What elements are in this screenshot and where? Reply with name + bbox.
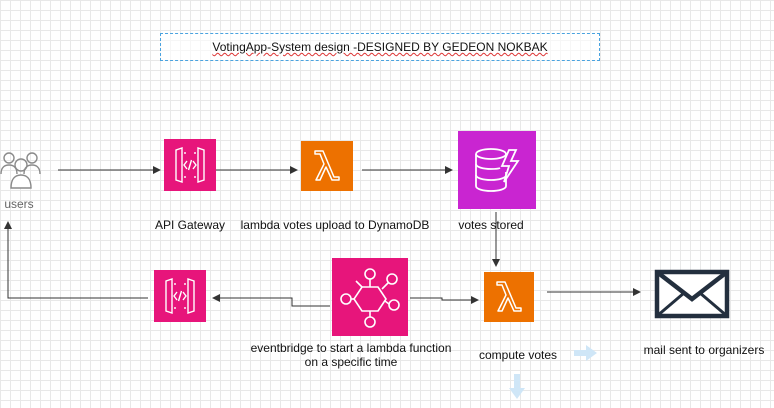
- users-node[interactable]: [0, 148, 42, 192]
- mail-node[interactable]: [652, 268, 732, 320]
- edge-eventbridge-to-api: [212, 294, 330, 307]
- lambda-icon: [496, 281, 522, 312]
- api-gateway-top-label: API Gateway: [154, 218, 226, 232]
- lambda-upload-node[interactable]: [301, 141, 353, 191]
- dynamodb-icon: [475, 148, 520, 192]
- eventbridge-node[interactable]: [332, 258, 408, 336]
- mail-icon: [654, 269, 730, 319]
- api-gateway-icon: [175, 147, 205, 183]
- eventbridge-label-line1: eventbridge to start a lambda function: [250, 341, 452, 355]
- lambda-icon: [314, 150, 340, 181]
- api-gateway-top-node[interactable]: [164, 139, 216, 191]
- edge-eventbridge-to-compute: [410, 296, 479, 304]
- dynamodb-node[interactable]: [458, 131, 536, 209]
- edge-api-to-users: [4, 221, 148, 299]
- users-label: users: [4, 197, 34, 211]
- diagram-title: VotingApp-System design -DESIGNED BY GED…: [212, 40, 548, 54]
- hint-arrow-down: [509, 374, 525, 399]
- dynamodb-label: votes stored: [458, 218, 524, 232]
- eventbridge-icon: [340, 268, 400, 328]
- mail-label: mail sent to organizers: [643, 343, 765, 357]
- users-icon: [0, 152, 41, 189]
- lambda-compute-label: compute votes: [478, 348, 558, 362]
- hint-arrow-right: [574, 345, 597, 361]
- lambda-compute-node[interactable]: [484, 272, 534, 322]
- api-gateway-bottom-node[interactable]: [154, 270, 206, 322]
- api-gateway-icon: [165, 278, 195, 314]
- lambda-upload-label: lambda votes upload to DynamoDB: [240, 218, 430, 232]
- diagram-title-box[interactable]: VotingApp-System design -DESIGNED BY GED…: [160, 33, 600, 61]
- eventbridge-label-line2: on a specific time: [304, 355, 398, 369]
